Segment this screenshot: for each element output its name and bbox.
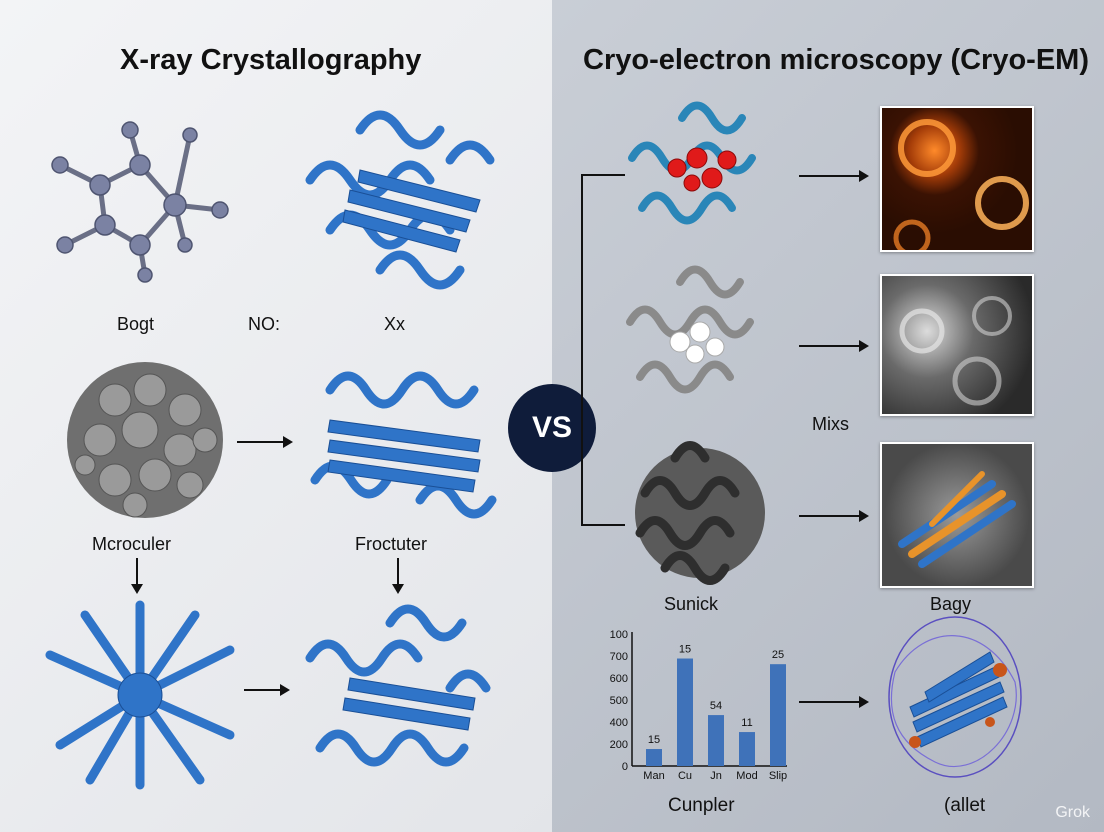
arrow-right-icon-3 <box>799 170 869 182</box>
final-protein-model <box>888 616 1022 778</box>
cryo-micrograph-gray <box>880 274 1034 416</box>
bar-man <box>646 749 662 766</box>
bar-slip <box>770 664 786 766</box>
cryo-protein-dark-model <box>635 441 765 585</box>
label-mixs: Mixs <box>812 414 849 434</box>
protein-ribbon-model <box>305 110 495 290</box>
right-title: Cryo-electron microscopy (Cryo-EM) <box>583 44 1089 76</box>
x-tick-label: Mod <box>736 770 757 782</box>
label-bagy: Bagy <box>930 594 972 614</box>
label-allet: (allet <box>944 795 986 816</box>
x-tick-label: Slip <box>769 770 787 782</box>
y-tick-label: 0 <box>622 761 628 773</box>
bracket-connector <box>581 174 625 526</box>
x-tick-label: Jn <box>710 770 722 782</box>
label-bogt: Bogt <box>117 314 155 334</box>
y-tick-label: 100 <box>610 629 628 641</box>
arrow-right-icon-6 <box>799 696 869 708</box>
small-molecule-model <box>51 121 229 283</box>
bar-mod <box>739 732 755 766</box>
bar-data-label: 15 <box>679 644 691 656</box>
bar-data-label: 54 <box>710 700 722 712</box>
macromolecule-surface-model <box>67 362 223 518</box>
x-tick-label: Cu <box>678 770 692 782</box>
arrow-down-icon-2 <box>392 558 404 594</box>
label-xx: Xx <box>384 314 406 334</box>
helical-bundle-model <box>45 600 235 790</box>
label-mcroculer: Mcroculer <box>92 534 172 554</box>
bar-data-label: 25 <box>772 649 784 661</box>
y-tick-label: 500 <box>610 695 628 707</box>
cryo-micrograph-structure <box>880 442 1034 588</box>
label-no: NO: <box>248 314 281 334</box>
arrow-right-icon-2 <box>244 684 290 696</box>
bar-jn <box>708 715 724 766</box>
cryo-protein-gray-model <box>626 265 754 394</box>
bar-cu <box>677 658 693 766</box>
cryo-protein-blue-model <box>628 101 756 225</box>
y-tick-label: 200 <box>610 739 628 751</box>
grok-watermark: Grok <box>1055 804 1090 821</box>
label-sunick: Sunick <box>664 594 719 614</box>
arrow-right-icon-4 <box>799 340 869 352</box>
protein-ribbon-model-3 <box>305 604 491 767</box>
bar-data-label: 15 <box>648 734 660 746</box>
cryo-micrograph-orange <box>880 106 1034 252</box>
y-tick-label: 600 <box>610 673 628 685</box>
label-froctuter: Froctuter <box>355 534 428 554</box>
x-tick-label: Man <box>643 770 664 782</box>
chart-x-label: Cunpler <box>668 795 735 816</box>
arrow-right-icon-5 <box>799 510 869 522</box>
arrow-down-icon <box>131 558 143 594</box>
protein-ribbon-model-2 <box>310 371 497 519</box>
y-tick-label: 700 <box>610 651 628 663</box>
bar-data-label: 11 <box>741 717 752 729</box>
y-tick-label: 400 <box>610 717 628 729</box>
arrow-right-icon <box>237 436 293 448</box>
left-title: X-ray Crystallography <box>120 44 422 76</box>
